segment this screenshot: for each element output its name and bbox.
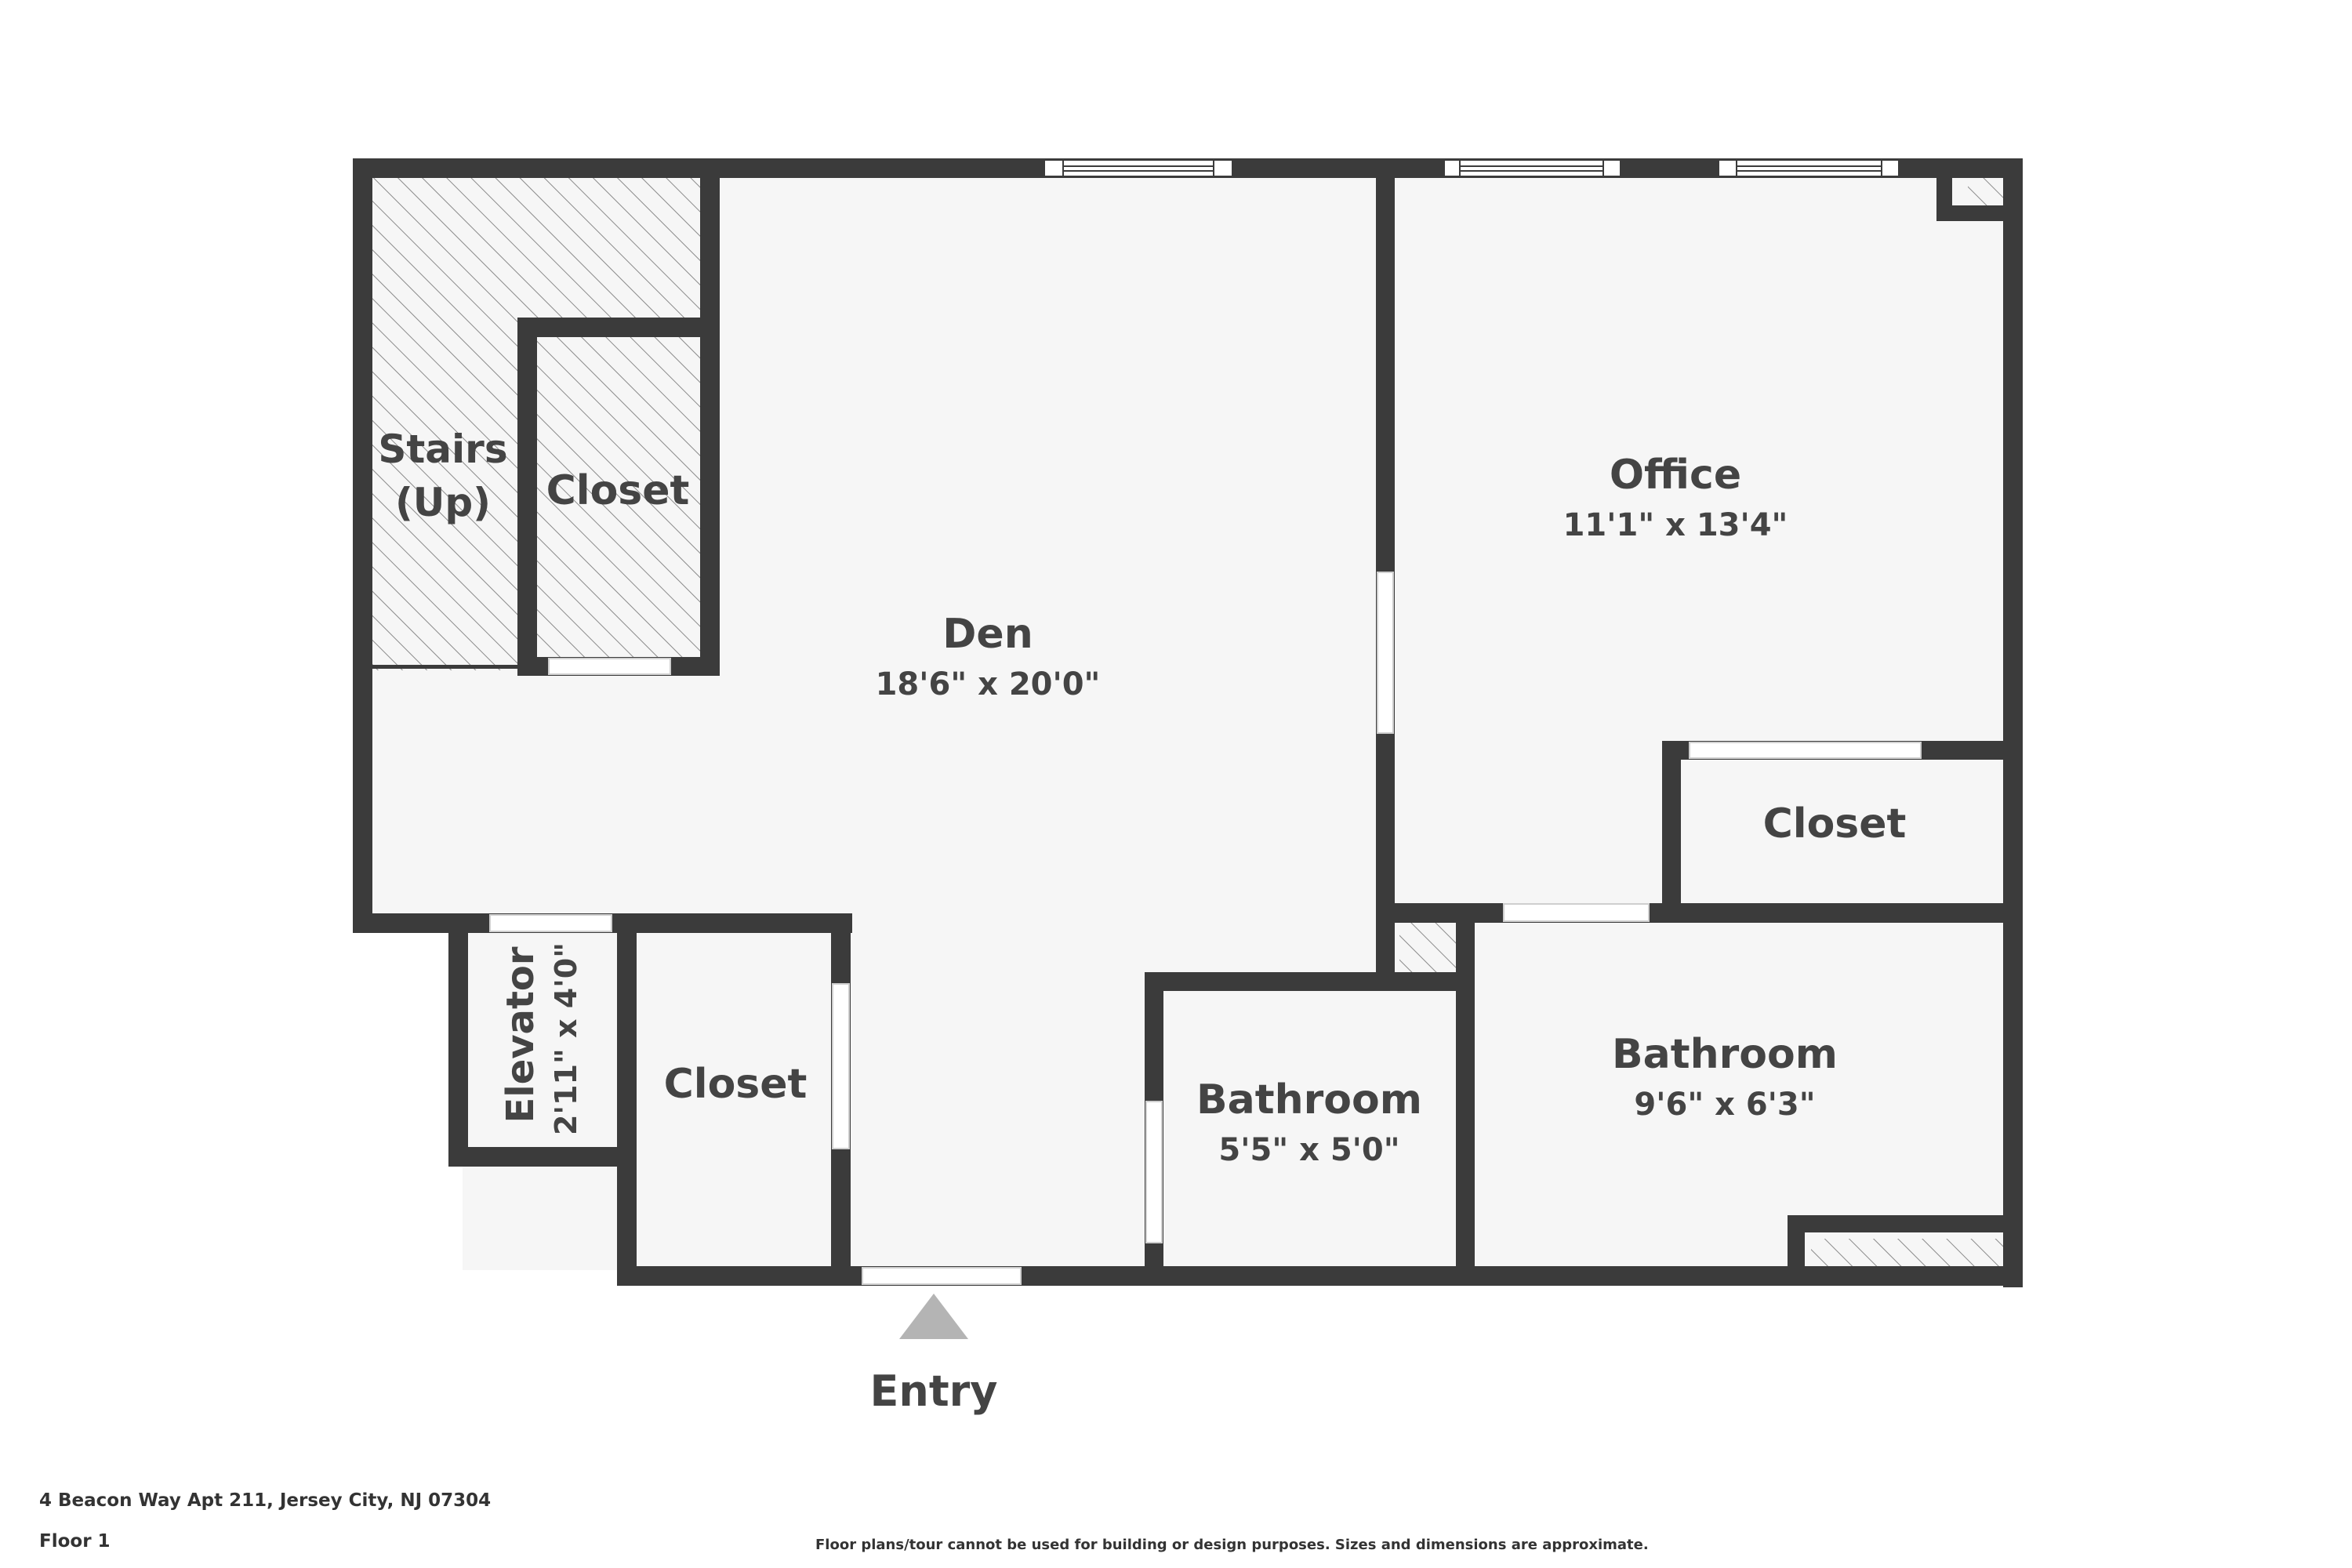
stairs-hatch-lower [368,176,525,666]
door-office-closet [1689,742,1922,759]
bathroom-small-dimensions: 5'5" x 5'0" [1218,1132,1399,1168]
den-dimensions: 18'6" x 20'0" [876,666,1101,702]
wall-right [2003,158,2023,1287]
window-office-top-1 [1443,159,1621,177]
entry-arrow-icon [899,1294,968,1339]
address-text: 4 Beacon Way Apt 211, Jersey City, NJ 07… [39,1490,492,1511]
wall-elevator-left [448,913,468,1167]
bathroom-large-dimensions: 9'6" x 6'3" [1634,1087,1815,1123]
wall-bath-nook-left [1788,1215,1805,1286]
wall-bath-large-left [1456,903,1475,1286]
wall-lower-closet-bottom [617,1266,852,1286]
wall-lower-closet-top [617,913,852,933]
office-label: Office [1610,452,1741,499]
window-office-top-2 [1718,159,1900,177]
wall-office-closet-left [1662,741,1681,923]
wall-stairs-right [700,158,720,676]
doors [489,572,1922,1285]
wall-closet-top [517,318,720,337]
corner-hatch [1968,176,2003,208]
door-elevator [489,914,612,932]
wall-office-bottom [1376,903,2023,923]
den-label: Den [942,611,1033,658]
wall-bath-nook-top [1788,1215,2023,1232]
windows [1044,159,1900,177]
wall-shaft-bottom [1145,972,1474,991]
door-office-bath [1503,903,1650,922]
elevator-dimensions: 2'11" x 4'0" [549,942,583,1135]
bathroom-large-label: Bathroom [1612,1031,1838,1078]
door-bath-small [1145,1101,1163,1243]
stairs-label-line2: (Up) [395,480,491,525]
bottom-hatch [1811,1239,2003,1266]
closet-right-label: Closet [1763,800,1907,848]
door-entry [862,1267,1022,1285]
wall-closet-left [517,318,537,676]
door-closet-top [548,658,671,675]
lower-left-floor [463,913,847,1270]
wall-elevator-bottom [448,1147,637,1167]
floor-text: Floor 1 [39,1531,111,1552]
window-den-top [1044,159,1233,177]
closet-bottom-label: Closet [664,1061,808,1108]
elevator-label: Elevator [499,946,543,1123]
shaft-hatch [1399,921,1456,976]
closet-top-label: Closet [546,467,690,514]
stairs-label-line1: Stairs [378,426,507,472]
door-den-office [1377,572,1394,734]
wall-stairs-base [368,665,525,669]
wall-office-corner-h [1936,205,2023,221]
wall-den-office [1376,158,1395,982]
office-dimensions: 11'1" x 13'4" [1563,507,1788,543]
door-lower-closet [832,983,850,1149]
wall-elevator-right [617,913,637,1286]
entry-label: Entry [870,1367,998,1416]
wall-left [353,158,372,933]
bathroom-small-label: Bathroom [1196,1076,1422,1123]
disclaimer-text: Floor plans/tour cannot be used for buil… [815,1537,1649,1553]
room-labels: Stairs (Up) Closet Den 18'6" x 20'0" Off… [378,426,1906,1416]
